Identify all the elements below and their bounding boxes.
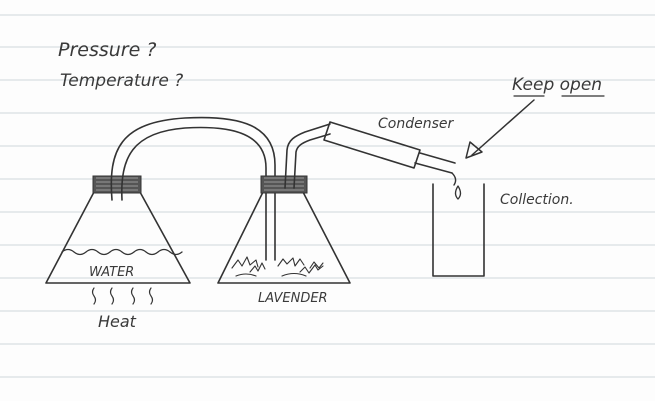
collection-label: Collection. [500, 192, 574, 208]
vapour-tube [284, 123, 331, 189]
heat-label: Heat [98, 312, 137, 331]
water-label: WATER [89, 265, 134, 280]
water-flask: WATER [45, 175, 191, 284]
steam-tube [110, 116, 276, 261]
note-temperature: Temperature ? [60, 71, 183, 91]
note-pressure: Pressure ? [58, 39, 156, 61]
lavender-label: LAVENDER [258, 291, 328, 306]
condenser [323, 121, 462, 200]
pointer-arrow-head [465, 141, 483, 159]
heat-squiggles [91, 287, 154, 305]
pointer-arrow-shaft [471, 99, 535, 156]
condenser-label: Condenser [378, 116, 454, 132]
collection-beaker [432, 183, 485, 277]
lavender-flask: LAVENDER [217, 175, 351, 306]
stopper-left [92, 175, 142, 194]
stopper-right [260, 175, 308, 194]
keep-open-label: Keep open [512, 75, 602, 95]
lavender-material [231, 256, 324, 277]
water-surface [61, 248, 183, 256]
drop [454, 185, 462, 200]
